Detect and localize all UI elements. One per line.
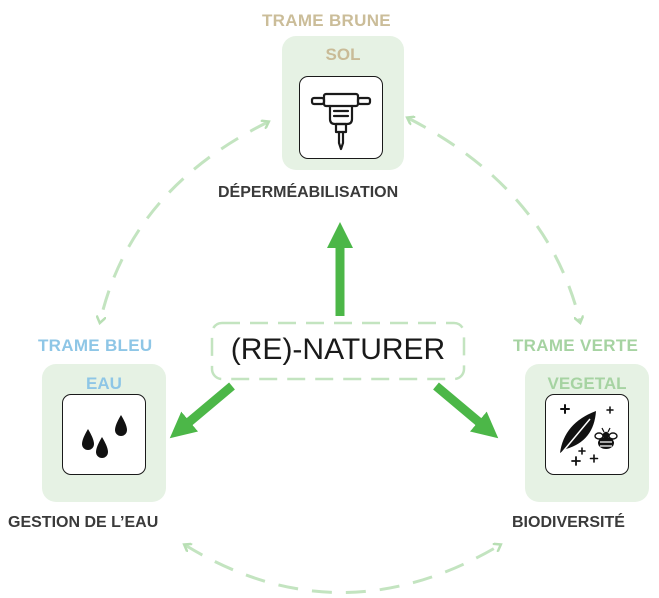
arrow-down-right	[433, 382, 499, 439]
cycle-arrow-bottom	[184, 545, 500, 594]
sol-panel: SOL	[282, 36, 404, 170]
trame-brune-label: TRAME BRUNE	[262, 11, 391, 30]
eau-panel: EAU	[42, 364, 166, 502]
vegetal-icon-box	[545, 394, 629, 475]
trame-verte-label: TRAME VERTE	[513, 336, 639, 355]
trame-bleu-label: TRAME BLEU	[38, 336, 153, 355]
sol-label: SOL	[325, 45, 361, 64]
cycle-arrow-top-to-right	[407, 116, 580, 322]
eau-icon-box	[62, 394, 146, 475]
cycle-arrow-top-to-left	[100, 120, 269, 322]
top-caption: DÉPERMÉABILISATION	[218, 184, 399, 201]
right-caption: BIODIVERSITÉ	[512, 514, 625, 531]
left-caption: GESTION DE L’EAU	[8, 514, 159, 531]
center-dashed-box	[210, 321, 466, 381]
jackhammer-icon	[310, 92, 372, 151]
vegetal-label: VEGETAL	[547, 374, 627, 393]
vegetal-panel: VEGETAL	[525, 364, 649, 502]
arrow-down-left	[169, 382, 235, 439]
cycle-arrow-right-to-top	[408, 118, 580, 322]
leaf-bee-icon	[559, 404, 618, 466]
cycle-arrow-left-to-top	[100, 122, 268, 322]
sol-icon-box	[299, 76, 383, 159]
eau-label: EAU	[86, 374, 122, 393]
center-title: (RE)-NATURER	[230, 333, 446, 366]
water-drops-icon	[82, 415, 127, 458]
